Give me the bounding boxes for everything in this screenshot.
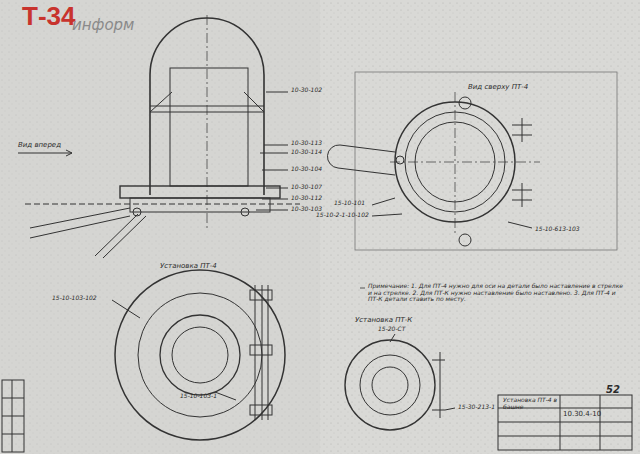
- callout-number: 10-30-102: [291, 87, 322, 94]
- callout-number: 15-10-103-1: [180, 393, 217, 400]
- callout-number: 15-10-103-102: [52, 295, 97, 302]
- note-text: Примечание: 1. Для ПТ-4 нужно для оси на…: [368, 283, 623, 303]
- watermark: Т-34: [22, 2, 75, 31]
- callout-number: 10-30-112: [291, 195, 322, 202]
- callout-number: 15-20-СТ: [378, 326, 405, 333]
- watermark: информ: [72, 17, 134, 34]
- view-label: Установка ПТ-К: [355, 317, 412, 325]
- title-cell: Установка ПТ-4 в башне: [503, 397, 558, 410]
- callout-number: 10-30-104: [291, 166, 322, 173]
- drawing-number: 10.30.4-10: [563, 411, 601, 419]
- callout-number: 10-30-114: [291, 149, 322, 156]
- callout-number: 15-30-213-1: [458, 404, 495, 411]
- view-label: Вид сверху ПТ-4: [468, 84, 528, 92]
- callout-number: 10-30-107: [291, 184, 322, 191]
- sheet-number: 52: [606, 384, 620, 395]
- view-label: Установка ПТ-4: [160, 263, 217, 271]
- callout-number: 15-10-613-103: [535, 226, 580, 233]
- callout-number: 15-10-2-1-10-102: [316, 212, 369, 219]
- callout-number: 15-10-101: [334, 200, 365, 207]
- view-label: Вид вперед: [18, 142, 61, 150]
- callout-number: 10-30-113: [291, 140, 322, 147]
